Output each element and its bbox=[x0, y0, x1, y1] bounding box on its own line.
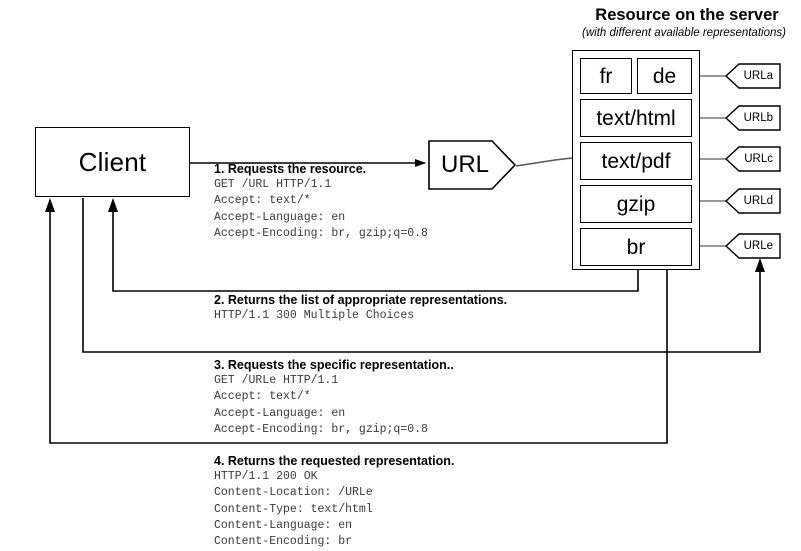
step-3: 3. Requests the specific representation.… bbox=[214, 358, 454, 438]
url-tag-urld[interactable]: URLd bbox=[725, 188, 781, 214]
url-node[interactable]: URL bbox=[428, 140, 516, 190]
url-tag-urlc[interactable]: URLc bbox=[725, 146, 781, 172]
url-tag-label: URLa bbox=[743, 70, 773, 82]
url-tag-label: URLe bbox=[743, 240, 773, 252]
representation-text-pdf[interactable]: text/pdf bbox=[580, 142, 692, 180]
client-box[interactable]: Client bbox=[35, 127, 190, 197]
url-tag-shape bbox=[725, 188, 781, 214]
step-2-code: HTTP/1.1 300 Multiple Choices bbox=[214, 309, 415, 322]
url-tag-shape bbox=[725, 105, 781, 131]
step-3-code: GET /URLe HTTP/1.1 Accept: text/* Accept… bbox=[214, 374, 428, 436]
step-4-title: 4. Returns the requested representation. bbox=[214, 454, 455, 468]
url-tag-label: URLd bbox=[743, 195, 773, 207]
url-tag-urle[interactable]: URLe bbox=[725, 233, 781, 259]
step-1: 1. Requests the resource. GET /URL HTTP/… bbox=[214, 162, 428, 242]
url-node-label: URL bbox=[440, 151, 489, 178]
server-subtitle: (with different available representation… bbox=[582, 27, 786, 39]
url-tag-label: URLb bbox=[743, 112, 773, 124]
representation-fr[interactable]: fr bbox=[580, 58, 632, 94]
step-1-title: 1. Requests the resource. bbox=[214, 162, 367, 176]
step-4: 4. Returns the requested representation.… bbox=[214, 454, 454, 551]
url-tag-label: URLc bbox=[744, 153, 773, 165]
step-4-code: HTTP/1.1 200 OK Content-Location: /URLe … bbox=[214, 470, 373, 549]
step-1-code: GET /URL HTTP/1.1 Accept: text/* Accept-… bbox=[214, 178, 428, 240]
server-title: Resource on the server bbox=[595, 6, 779, 24]
client-label: Client bbox=[78, 146, 147, 177]
step-2: 2. Returns the list of appropriate repre… bbox=[214, 293, 507, 324]
url-tag-shape bbox=[725, 63, 781, 89]
step-3-title: 3. Requests the specific representation.… bbox=[214, 358, 454, 372]
representation-gzip[interactable]: gzip bbox=[580, 185, 692, 223]
representation-de[interactable]: de bbox=[637, 58, 692, 94]
url-tag-shape bbox=[725, 233, 781, 259]
url-node-shape bbox=[428, 140, 516, 190]
url-tag-urlb[interactable]: URLb bbox=[725, 105, 781, 131]
step-2-title: 2. Returns the list of appropriate repre… bbox=[214, 293, 508, 307]
url-tag-shape bbox=[725, 146, 781, 172]
representation-br[interactable]: br bbox=[580, 228, 692, 266]
connector-url-to-server bbox=[515, 157, 573, 167]
url-tag-urla[interactable]: URLa bbox=[725, 63, 781, 89]
representation-text-html[interactable]: text/html bbox=[580, 99, 692, 137]
